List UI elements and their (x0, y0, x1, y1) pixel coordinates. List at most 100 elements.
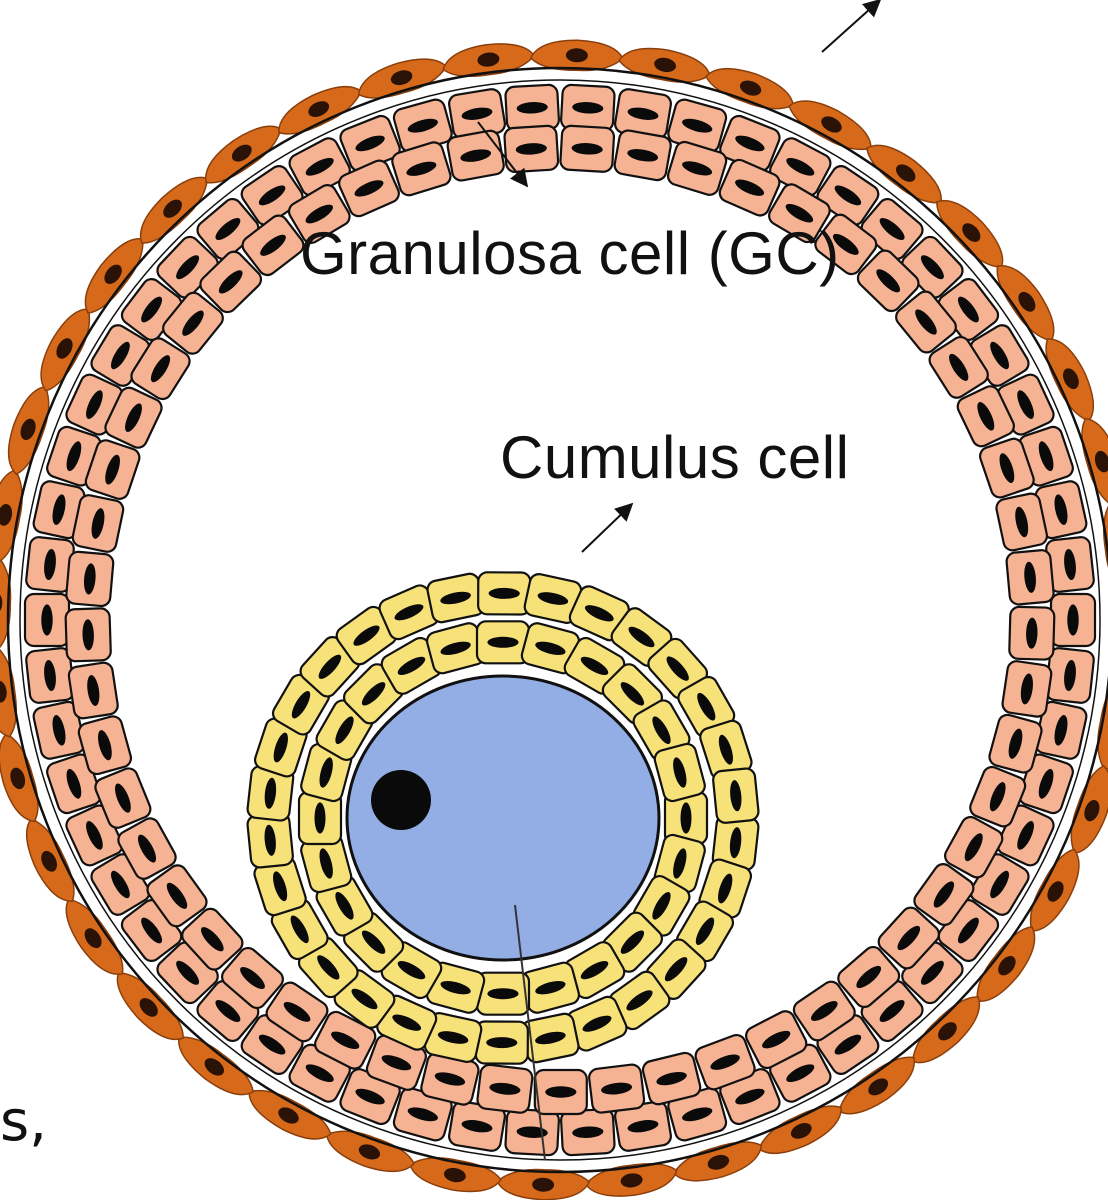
granulosa-cell (23, 592, 71, 648)
granulosa-cell (718, 158, 781, 217)
cumulus-cell (425, 961, 486, 1014)
cumulus-cell (566, 995, 628, 1052)
granulosa-cell (1034, 700, 1088, 760)
arrow-icon (477, 121, 529, 188)
granulosa-cell (32, 480, 86, 540)
granulosa-cell (391, 141, 452, 197)
granulosa-cell (288, 137, 351, 197)
basement-membrane (6, 66, 1108, 1174)
granulosa-cell (614, 1100, 672, 1152)
basement-membrane-inner (19, 79, 1101, 1161)
granulosa-cell (641, 1051, 702, 1106)
granulosa-cell (969, 765, 1027, 828)
granulosa-cell (837, 945, 901, 1009)
granulosa-cell-layer (23, 83, 1097, 1157)
cumulus-cell (246, 812, 294, 869)
granulosa-cell (338, 159, 400, 218)
granulosa-cell (1049, 592, 1097, 648)
granulosa-cell (94, 767, 152, 829)
basement-membrane-outer (6, 66, 1108, 1174)
granulosa-cell (64, 607, 112, 663)
granulosa-cell (1001, 660, 1053, 718)
granulosa-cell (667, 1087, 728, 1142)
granulosa-cell (928, 335, 989, 399)
granulosa-cell (816, 165, 880, 226)
arrow-icon (821, 0, 882, 53)
granulosa-cell (84, 439, 141, 500)
granulosa-cell (956, 385, 1015, 448)
theca-cell (84, 238, 144, 314)
theca-cell (1102, 502, 1108, 596)
granulosa-cell (181, 907, 244, 971)
granulosa-cell (314, 1010, 377, 1070)
cumulus-cell (300, 833, 353, 894)
granulosa-cell (199, 250, 263, 314)
theca-cell (357, 58, 448, 99)
annotation-arrows (477, 0, 882, 553)
cumulus-cell (653, 833, 706, 894)
granulosa-cell (560, 1108, 616, 1157)
theca-cell (618, 47, 711, 83)
cumulus-cell (423, 1012, 483, 1063)
theca-cell (442, 43, 536, 78)
cropped-text-fragment: s, (0, 1089, 47, 1154)
cumulus-cell (426, 572, 485, 624)
granulosa-cell (613, 129, 672, 182)
granulosa-cell (995, 492, 1049, 552)
cumulus-cell (299, 636, 361, 698)
granulosa-cell (895, 290, 957, 354)
granulosa-cell (476, 1063, 534, 1114)
granulosa-cell (71, 494, 125, 553)
granulosa-cell (979, 437, 1035, 499)
granulosa-cell (814, 213, 878, 276)
granulosa-cell (1034, 480, 1088, 540)
cumulus-cell (477, 571, 532, 616)
granulosa-cell (666, 140, 728, 196)
granulosa-cell (265, 981, 329, 1043)
cumulus-cell (653, 742, 706, 803)
granulosa-cell (745, 1010, 808, 1070)
granulosa-cell (1045, 536, 1095, 593)
granulosa-cell (448, 88, 506, 140)
granulosa-cell (792, 980, 856, 1042)
theca-cell (0, 644, 18, 738)
granulosa-cell (287, 184, 351, 244)
granulosa-cell (241, 214, 305, 277)
cumulus-cell (647, 637, 709, 700)
arrow-icon (581, 502, 634, 553)
cumulus-cell (698, 858, 753, 919)
granulosa-cell (67, 661, 119, 720)
oocyte-nucleus (371, 770, 431, 830)
cumulus-cell (425, 622, 486, 675)
granulosa-cell (46, 753, 102, 815)
granulosa-cell (240, 165, 304, 226)
cumulus-cell (315, 874, 374, 937)
oocyte (345, 674, 661, 1161)
granulosa-cell (25, 536, 75, 593)
theca-cell (584, 1162, 678, 1197)
granulosa-cell (446, 129, 505, 182)
theca-cell (529, 39, 624, 72)
granulosa-cell (588, 1063, 646, 1114)
granulosa-cell (504, 1108, 560, 1157)
cumulus-cell-layer (246, 571, 760, 1065)
granulosa-cell (162, 291, 224, 355)
cumulus-cell (380, 636, 443, 695)
cumulus-cell (523, 573, 583, 624)
theca-cell (409, 1157, 502, 1193)
theca-cell (672, 1141, 763, 1182)
granulosa-cell (503, 124, 560, 174)
cumulus-cell (270, 898, 329, 961)
granulosa-cell (913, 863, 975, 926)
granulosa-cell (560, 83, 616, 132)
cumulus-cell (246, 764, 295, 822)
cumulus-cell (608, 970, 671, 1031)
cumulus-cell (521, 1012, 580, 1064)
granulosa-cell (117, 817, 177, 880)
cumulus-cell-label: Cumulus cell (500, 424, 849, 491)
granulosa-cell (130, 337, 191, 401)
granulosa-cell (65, 550, 115, 608)
granulosa-cell-label: Granulosa cell (GC) (300, 220, 840, 287)
